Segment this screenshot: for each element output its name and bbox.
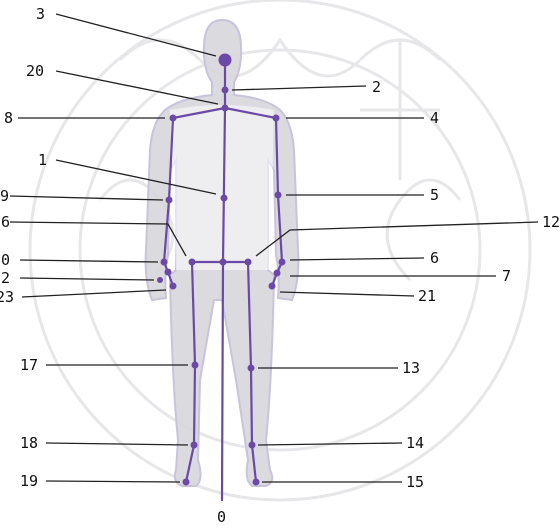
joint-18-ankle xyxy=(191,442,198,449)
label-joint-8: 8 xyxy=(4,109,13,127)
joint-24-hand xyxy=(165,269,172,276)
label-joint-14: 14 xyxy=(406,434,424,452)
joint-3-head xyxy=(219,54,232,67)
joint-10-wrist xyxy=(161,259,168,266)
label-joint-16: 16 xyxy=(0,213,10,231)
joint-21-hand-tip xyxy=(269,283,276,290)
label-joint-22: 22 xyxy=(0,269,10,287)
joint-23-hand-tip xyxy=(170,283,177,290)
joint-1-spine-mid xyxy=(221,195,228,202)
joint-14-ankle xyxy=(249,442,256,449)
label-joint-17: 17 xyxy=(20,356,38,374)
label-joint-13: 13 xyxy=(402,359,420,377)
label-joint-19: 19 xyxy=(20,472,38,490)
joint-0-spine-base xyxy=(220,259,227,266)
joint-15-foot xyxy=(253,479,260,486)
label-joint-10: 10 xyxy=(0,251,10,269)
joint-7-hand xyxy=(274,270,281,277)
label-joint-20: 20 xyxy=(26,62,44,80)
joint-19-foot xyxy=(183,479,190,486)
label-joint-0: 0 xyxy=(217,508,226,526)
joint-9-elbow xyxy=(166,197,173,204)
joint-22-thumb xyxy=(157,277,163,283)
joint-12-hip xyxy=(245,259,252,266)
label-joint-7: 7 xyxy=(502,267,511,285)
joint-20-spine-shoulder xyxy=(222,105,229,112)
label-joint-6: 6 xyxy=(430,249,439,267)
label-joint-23: 23 xyxy=(0,288,14,306)
joint-13-knee xyxy=(248,365,255,372)
joint-17-knee xyxy=(192,362,199,369)
label-joint-3: 3 xyxy=(36,5,45,23)
label-joint-5: 5 xyxy=(430,186,439,204)
label-joint-9: 9 xyxy=(0,187,9,205)
joint-8-shoulder xyxy=(170,115,177,122)
joint-6-wrist xyxy=(279,259,286,266)
joint-5-elbow xyxy=(275,192,282,199)
label-joint-1: 1 xyxy=(38,151,47,169)
label-joint-12: 12 xyxy=(542,213,560,231)
label-joint-21: 21 xyxy=(418,287,436,305)
label-joint-15: 15 xyxy=(406,473,424,491)
joint-16-hip xyxy=(189,259,196,266)
joint-4-shoulder xyxy=(273,115,280,122)
label-joint-18: 18 xyxy=(20,434,38,452)
label-joint-2: 2 xyxy=(372,78,381,96)
label-joint-4: 4 xyxy=(430,109,439,127)
joint-2-neck xyxy=(222,87,229,94)
